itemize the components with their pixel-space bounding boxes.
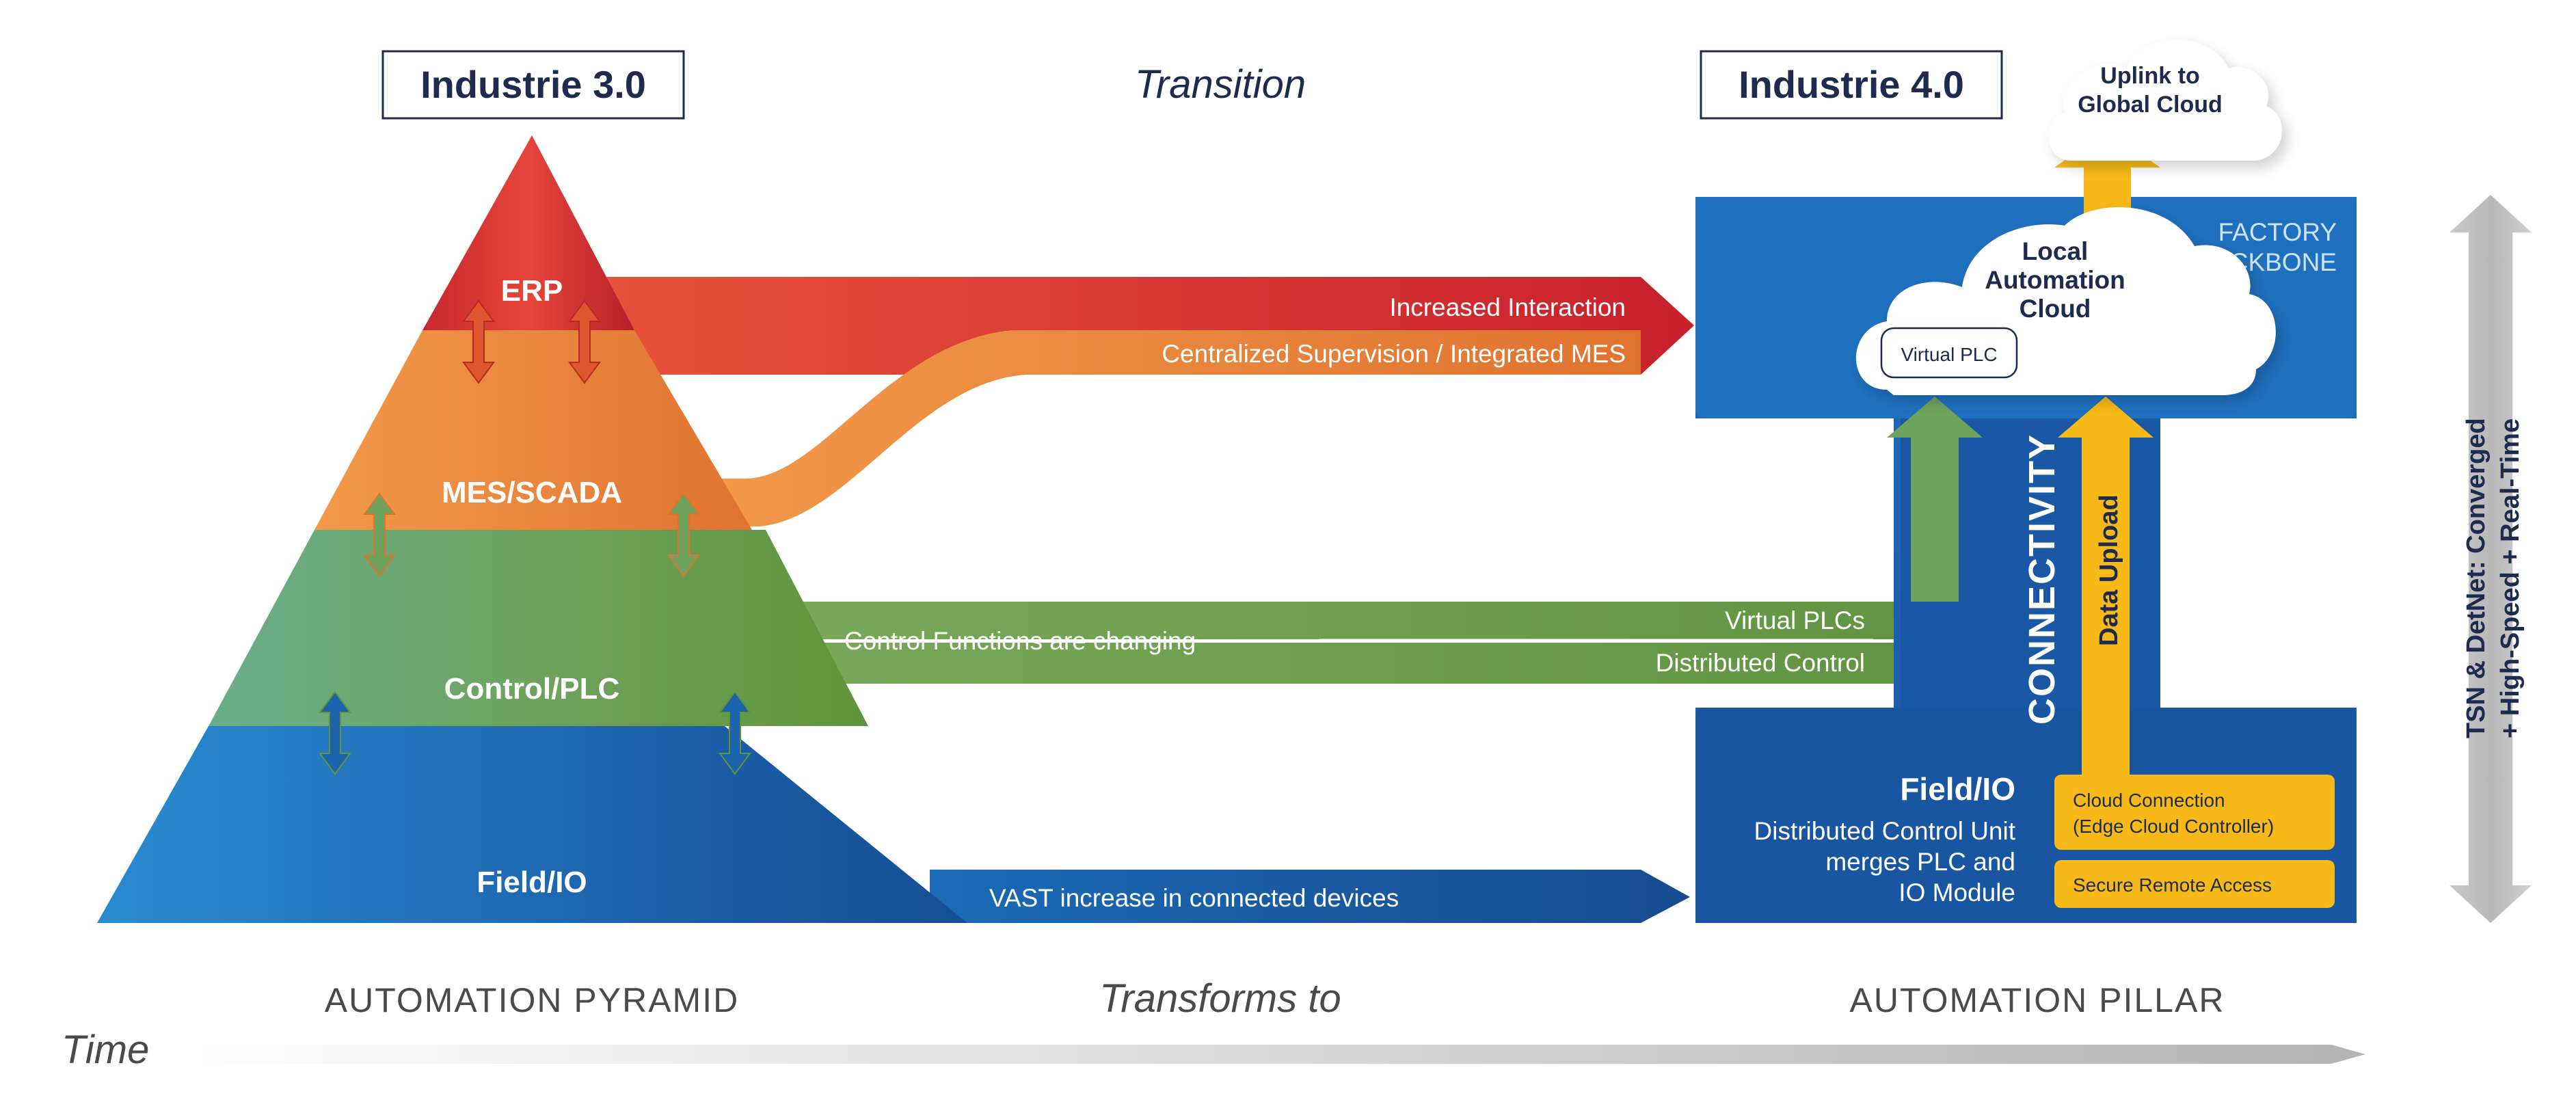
- global-cloud: [2048, 40, 2282, 161]
- time-arrow: [157, 1045, 2365, 1064]
- field-io-line2: merges PLC and: [1825, 848, 2015, 876]
- erp-mes-arrows: [462, 299, 601, 384]
- cloud-connection-line1: Cloud Connection: [2073, 790, 2225, 811]
- pyramid-level-erp: [422, 135, 634, 330]
- field-io-line1: Distributed Control Unit: [1754, 817, 2016, 845]
- virtual-plcs-label: Virtual PLCs: [1725, 606, 1865, 634]
- double-arrow-icon: [462, 299, 495, 384]
- local-cloud-line3: Cloud: [2020, 295, 2091, 323]
- industrie-30-label: Industrie 3.0: [420, 63, 646, 106]
- field-io-title: Field/IO: [1900, 771, 2015, 807]
- mes-label: MES/SCADA: [442, 476, 622, 509]
- virtual-plc-up-arrow: [1887, 397, 1983, 602]
- transforms-to-label: Transforms to: [1099, 976, 1341, 1021]
- tsn-side-arrow: TSN & DetNet: Converged + High-Speed + R…: [2450, 195, 2532, 923]
- local-cloud-line1: Local: [2022, 237, 2089, 265]
- pyramid-level-mes: [314, 330, 752, 530]
- uplink-line1: Uplink to: [2100, 63, 2199, 89]
- automation-pyramid: ERP MES/SCADA Control/PLC Field/IO: [97, 135, 967, 923]
- double-arrow-icon: [363, 492, 396, 577]
- data-upload-label: Data Upload: [2095, 494, 2123, 646]
- automation-pillar: FACTORY BACKBONE Data Upload CONNECTIVIT…: [1695, 130, 2357, 923]
- double-arrow-icon: [719, 691, 751, 775]
- cloud-connection-box: [2054, 775, 2335, 850]
- cloud-connection-line2: (Edge Cloud Controller): [2073, 816, 2274, 837]
- uplink-line2: Global Cloud: [2078, 92, 2223, 118]
- local-cloud-line2: Automation: [1985, 266, 2125, 294]
- header-industrie-30: Industrie 3.0: [381, 50, 685, 120]
- tsn-line2: + High-Speed + Real-Time: [2496, 418, 2525, 738]
- centralized-supervision-band: [684, 330, 1641, 526]
- industrie-40-label: Industrie 4.0: [1739, 63, 1964, 106]
- double-arrow-icon: [568, 299, 601, 384]
- tsn-line1: TSN & DetNet: Converged: [2462, 418, 2491, 738]
- double-arrow-icon: [319, 691, 351, 775]
- data-upload-arrow: [2058, 397, 2154, 779]
- time-label: Time: [62, 1028, 149, 1072]
- increased-interaction-label: Increased Interaction: [1389, 293, 1626, 321]
- automation-pillar-label: AUTOMATION PILLAR: [1850, 981, 2225, 1019]
- pyramid-level-field: [97, 726, 967, 923]
- automation-pyramid-label: AUTOMATION PYRAMID: [325, 981, 739, 1019]
- secure-remote-access-box: [2054, 860, 2335, 908]
- virtual-plc-label: Virtual PLC: [1901, 344, 1997, 365]
- double-arrow-icon: [667, 492, 700, 577]
- transition-label: Transition: [1135, 62, 1306, 107]
- control-label: Control/PLC: [444, 672, 620, 706]
- control-field-arrows: [319, 691, 751, 775]
- vast-increase-arrow: [930, 870, 1690, 923]
- virtual-plc-box: [1880, 327, 2018, 379]
- secure-remote-access-label: Secure Remote Access: [2073, 874, 2272, 896]
- distributed-control-band: [752, 643, 2027, 766]
- erp-label: ERP: [501, 274, 563, 308]
- control-functions-label: Control Functions are changing: [844, 627, 1196, 655]
- factory-backbone-line1: FACTORY: [2218, 218, 2337, 246]
- vast-increase-label: VAST increase in connected devices: [989, 884, 1399, 912]
- header-industrie-40: Industrie 4.0: [1700, 50, 2003, 120]
- field-io-line3: IO Module: [1899, 879, 2015, 907]
- distributed-control-label: Distributed Control: [1656, 649, 1865, 677]
- pyramid-level-control: [209, 530, 868, 726]
- field-label: Field/IO: [477, 866, 587, 899]
- centralized-supervision-label: Centralized Supervision / Integrated MES: [1162, 340, 1626, 368]
- connectivity-label: CONNECTIVITY: [2022, 433, 2063, 725]
- mes-control-arrows: [363, 492, 700, 577]
